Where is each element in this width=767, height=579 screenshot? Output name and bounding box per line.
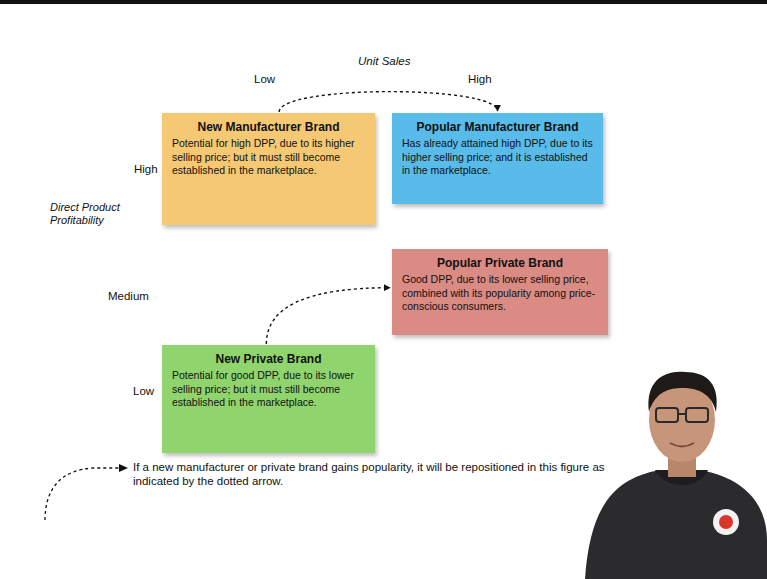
presenter-glasses: [686, 408, 708, 422]
box-description: Good DPP, due to its lower selling price…: [402, 273, 598, 312]
legend-entry: If a new manufacturer or private brand g…: [133, 461, 621, 489]
legend-arrowhead: [119, 464, 128, 472]
hoodie-logo: [719, 515, 733, 529]
row-header: High: [134, 163, 158, 177]
brand-box: New Private BrandPotential for good DPP,…: [162, 345, 375, 453]
column-header: High: [468, 73, 492, 87]
row-header: Low: [133, 385, 154, 399]
box-heading: Popular Private Brand: [402, 256, 598, 270]
row-header: Medium: [108, 290, 149, 304]
brand-box: Popular Private BrandGood DPP, due to it…: [392, 249, 608, 335]
column-header: Low: [254, 73, 275, 87]
legend-text: If a new manufacturer or private brand g…: [133, 461, 605, 487]
presenter-hair: [648, 372, 716, 412]
box-heading: New Manufacturer Brand: [172, 120, 365, 134]
dotted-arrow: [266, 288, 390, 344]
presenter-mouth: [670, 443, 694, 447]
axis-title: Direct Product Profitability: [50, 201, 122, 227]
presenter-figure: [585, 372, 767, 579]
box-description: Has already attained high DPP, due to it…: [402, 137, 593, 176]
box-heading: Popular Manufacturer Brand: [402, 120, 593, 134]
legend-dotted-arrow: [45, 468, 120, 520]
hoodie-logo: [713, 509, 739, 535]
presenter-glasses: [656, 408, 678, 422]
dotted-arrow: [279, 92, 497, 112]
axis-title: Unit Sales: [358, 55, 410, 69]
brand-box: Popular Manufacturer BrandHas already at…: [392, 113, 603, 204]
box-description: Potential for high DPP, due to its highe…: [172, 137, 365, 176]
presenter-glasses: [678, 413, 686, 415]
box-description: Potential for good DPP, due to its lower…: [172, 369, 365, 408]
presenter-hoodie: [585, 470, 767, 579]
brand-box: New Manufacturer BrandPotential for high…: [162, 113, 375, 225]
top-rule: [0, 0, 767, 4]
box-heading: New Private Brand: [172, 352, 365, 366]
